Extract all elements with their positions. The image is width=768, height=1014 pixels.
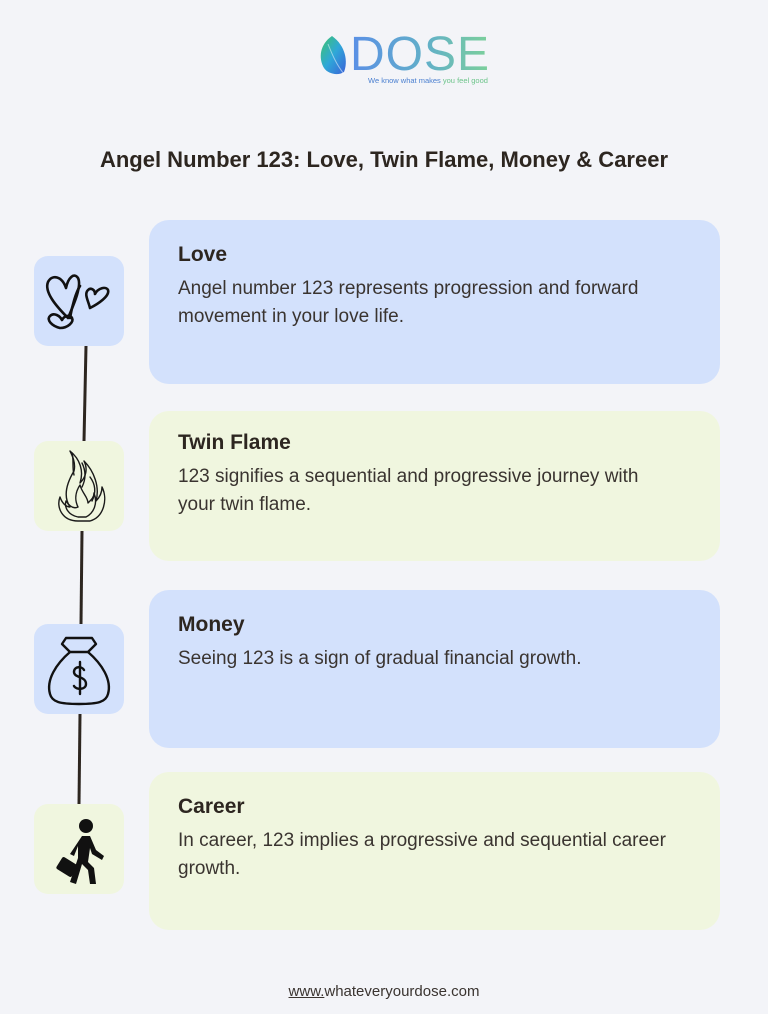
career-text: In career, 123 implies a progressive and… (178, 830, 666, 879)
love-heading: Love (178, 243, 228, 266)
money-card: Money Seeing 123 is a sign of gradual fi… (149, 590, 720, 748)
money-heading: Money (178, 613, 245, 636)
career-heading: Career (178, 795, 245, 818)
brand-wordmark: DOSE (350, 28, 491, 81)
leaf-icon (320, 36, 346, 75)
footer-domain: whateveryourdose.com (324, 983, 480, 1000)
footer-website-link[interactable]: www.whateveryourdose.com (0, 983, 768, 1000)
brand-tagline: We know what makes you feel good (368, 76, 488, 85)
page-title: Angel Number 123: Love, Twin Flame, Mone… (99, 147, 669, 172)
money-text: Seeing 123 is a sign of gradual financia… (178, 648, 582, 669)
tagline-part1: We know what makes (368, 76, 443, 85)
dose-logo: DOSE We know what makes you feel good (318, 28, 498, 88)
love-card: Love Angel number 123 represents progres… (149, 220, 720, 384)
hearts-icon (45, 274, 110, 330)
businessman-walking-icon (56, 819, 104, 884)
twin-flame-card: Twin Flame 123 signifies a sequential an… (149, 411, 720, 561)
twin-flame-icon-box (34, 441, 124, 531)
money-icon-box (34, 624, 124, 714)
footer-prefix: www. (288, 983, 325, 1000)
flame-icon (58, 450, 106, 522)
love-text: Angel number 123 represents progression … (178, 278, 639, 327)
love-icon-box (34, 256, 124, 346)
twin-flame-text: 123 signifies a sequential and progressi… (178, 466, 639, 515)
twin-flame-heading: Twin Flame (178, 431, 291, 454)
money-bag-icon (47, 636, 111, 706)
tagline-part2: you feel good (442, 76, 488, 85)
career-card: Career In career, 123 implies a progress… (149, 772, 720, 930)
career-icon-box (34, 804, 124, 894)
